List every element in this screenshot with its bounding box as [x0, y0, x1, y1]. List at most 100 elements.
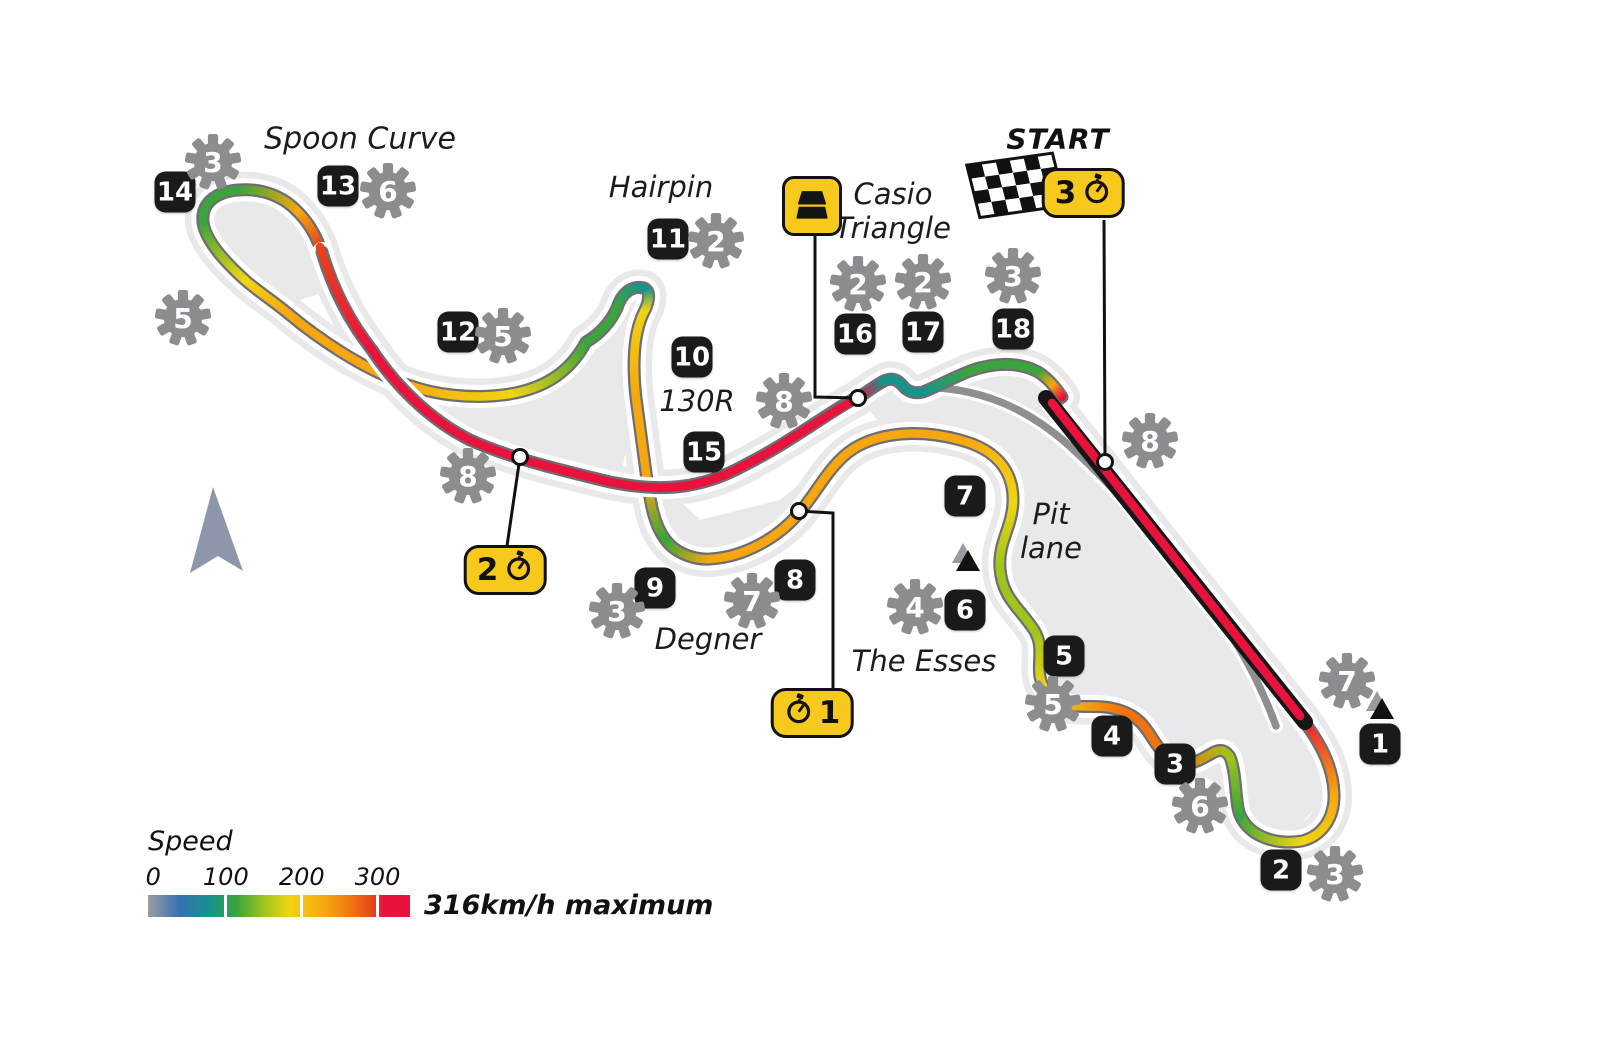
- uphill-gradient-arrow-icon: [1366, 691, 1394, 719]
- gear-number: 8: [774, 384, 794, 418]
- corner-badge-14: 14: [154, 171, 196, 213]
- corner-number: 2: [1271, 855, 1291, 885]
- gear-icon-6: 8: [440, 448, 496, 504]
- corner-badge-6: 6: [944, 589, 986, 631]
- track-point-dot: [1096, 453, 1114, 471]
- gear-number: 8: [1140, 424, 1160, 458]
- legend-tick-300: 300: [354, 863, 401, 891]
- infield-shading: [212, 200, 1332, 840]
- legend-separator: [376, 895, 379, 917]
- connector-line: [505, 456, 522, 547]
- corner-number: 1: [1370, 729, 1390, 759]
- track-label: Spoon Curve: [264, 121, 456, 157]
- gear-number: 2: [706, 224, 726, 258]
- gear-number: 3: [1003, 259, 1023, 293]
- gear-number: 7: [742, 584, 762, 618]
- gear-number: 2: [848, 267, 868, 301]
- corner-number: 7: [955, 481, 975, 511]
- track-label: 130R: [659, 383, 735, 418]
- legend-title: Speed: [148, 826, 233, 857]
- corner-number: 8: [785, 565, 805, 595]
- uphill-gradient-arrow-icon: [952, 543, 980, 571]
- stopwatch-icon: [1081, 173, 1111, 213]
- corner-number: 5: [1054, 641, 1074, 671]
- north-arrow-icon: [190, 487, 243, 573]
- gear-icon-3: 5: [475, 308, 531, 364]
- gear-icon-4: 2: [688, 213, 744, 269]
- sector-number: 1: [818, 695, 841, 731]
- connector-line: [1102, 219, 1107, 463]
- gear-icon-13: 4: [887, 579, 943, 635]
- corner-number: 6: [955, 595, 975, 625]
- corner-number: 15: [685, 437, 723, 467]
- sector-number: 3: [1054, 175, 1077, 211]
- stopwatch-icon: [784, 693, 814, 733]
- corner-badge-13: 13: [317, 165, 359, 207]
- gear-number: 8: [458, 459, 478, 493]
- corner-badge-18: 18: [992, 308, 1034, 350]
- gear-number: 4: [905, 590, 925, 624]
- gear-number: 6: [1190, 789, 1210, 823]
- track-label: Pit lane: [1019, 496, 1083, 565]
- gear-number: 5: [1043, 687, 1063, 721]
- gear-number: 6: [378, 174, 398, 208]
- gear-icon-12: 8: [1122, 413, 1178, 469]
- gear-icon-11: 3: [985, 248, 1041, 304]
- corner-number: 11: [649, 224, 687, 254]
- corner-number: 18: [994, 314, 1032, 344]
- legend-separator: [224, 895, 228, 917]
- gear-number: 5: [493, 319, 513, 353]
- corner-badge-17: 17: [902, 311, 944, 353]
- corner-badge-1: 1: [1359, 723, 1401, 765]
- connector-line: [798, 509, 835, 690]
- gear-icon-0: 3: [185, 134, 241, 190]
- track-point-dot: [511, 448, 529, 466]
- gear-icon-17: 3: [1307, 846, 1363, 902]
- gear-number: 3: [607, 594, 627, 628]
- corner-number: 4: [1102, 721, 1122, 751]
- track-point-dot: [790, 502, 808, 520]
- gear-icon-7: 3: [589, 583, 645, 639]
- corner-badge-7: 7: [944, 475, 986, 517]
- gear-number: 7: [1337, 664, 1357, 698]
- track-point-dot: [849, 389, 867, 407]
- corner-badge-8: 8: [774, 559, 816, 601]
- gear-number: 3: [203, 145, 223, 179]
- connector-lines: [505, 219, 1114, 690]
- legend-separator: [300, 895, 304, 917]
- start-label: START: [1006, 122, 1110, 156]
- corner-badge-16: 16: [834, 313, 876, 355]
- corner-number: 14: [156, 177, 194, 207]
- gear-number: 5: [173, 301, 193, 335]
- gear-icon-15: 6: [1172, 778, 1228, 834]
- corner-number: 9: [645, 573, 665, 603]
- speed-trap-icon: [782, 176, 842, 236]
- corner-badge-10: 10: [671, 336, 713, 378]
- corner-badge-4: 4: [1091, 715, 1133, 757]
- stopwatch-icon: [503, 550, 533, 590]
- corner-number: 17: [904, 317, 942, 347]
- corner-badge-2: 2: [1260, 849, 1302, 891]
- corner-number: 16: [836, 319, 874, 349]
- track-label: Degner: [654, 621, 762, 656]
- gear-number: 2: [913, 265, 933, 299]
- gear-number: 3: [1325, 857, 1345, 891]
- legend-gradient-bar: [148, 895, 410, 917]
- gear-icon-5: 8: [756, 373, 812, 429]
- corner-badge-5: 5: [1043, 635, 1085, 677]
- corner-badge-15: 15: [683, 431, 725, 473]
- legend-tick-0: 0: [145, 863, 161, 891]
- gear-icon-2: 5: [155, 290, 211, 346]
- track-label: Casio Triangle: [835, 176, 951, 245]
- corner-badge-12: 12: [437, 311, 479, 353]
- gear-icon-8: 7: [724, 573, 780, 629]
- legend-tick-200: 200: [278, 863, 325, 891]
- corner-number: 3: [1165, 749, 1185, 779]
- gear-icon-10: 2: [895, 254, 951, 310]
- sector-marker-2: 2: [463, 545, 547, 595]
- sector-marker-1: 1: [770, 688, 854, 738]
- corner-number: 12: [439, 317, 477, 347]
